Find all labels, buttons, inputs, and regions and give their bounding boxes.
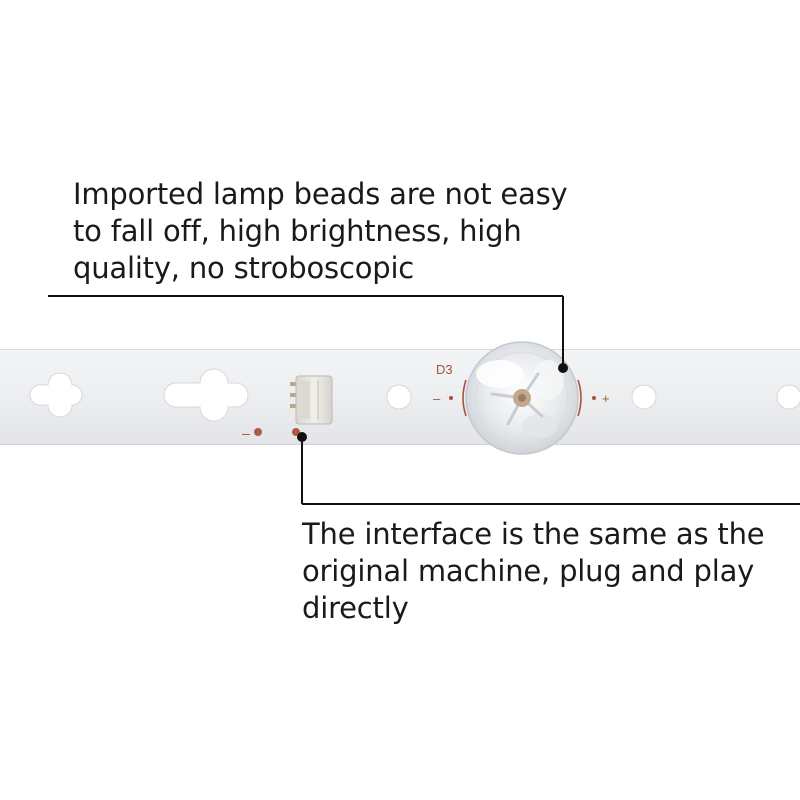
caption-line: The interface is the same as the bbox=[302, 517, 765, 551]
caption-line: original machine, plug and play bbox=[302, 554, 755, 588]
mounting-hole bbox=[386, 384, 412, 410]
connector-caption: The interface is the same as the origina… bbox=[302, 516, 765, 627]
caption-line: to fall off, high brightness, high bbox=[73, 214, 522, 248]
lamp-minus-label: – bbox=[433, 391, 441, 406]
caption-line: directly bbox=[302, 591, 409, 625]
lamp-plus-label: + bbox=[602, 391, 610, 406]
mounting-hole bbox=[631, 384, 657, 410]
lens-outline-right bbox=[577, 379, 582, 417]
caption-line: quality, no stroboscopic bbox=[73, 251, 415, 285]
mounting-keyhole-center bbox=[163, 368, 249, 422]
wire-connector bbox=[290, 375, 333, 425]
solder-pad bbox=[254, 428, 262, 436]
callout-lamp-bead bbox=[48, 295, 568, 373]
lamp-bead-lens bbox=[465, 341, 579, 455]
mounting-hole bbox=[776, 384, 800, 410]
silkscreen-designator: D3 bbox=[436, 362, 453, 377]
callout-connector bbox=[297, 432, 800, 505]
lamp-bead-caption: Imported lamp beads are not easy to fall… bbox=[73, 176, 568, 287]
lens-outline-left bbox=[462, 379, 467, 417]
polarity-minus-label: – bbox=[242, 425, 250, 441]
polarity-dot bbox=[449, 396, 453, 400]
polarity-dot bbox=[592, 396, 596, 400]
mounting-keyhole-left bbox=[29, 372, 83, 418]
caption-line: Imported lamp beads are not easy bbox=[73, 177, 568, 211]
